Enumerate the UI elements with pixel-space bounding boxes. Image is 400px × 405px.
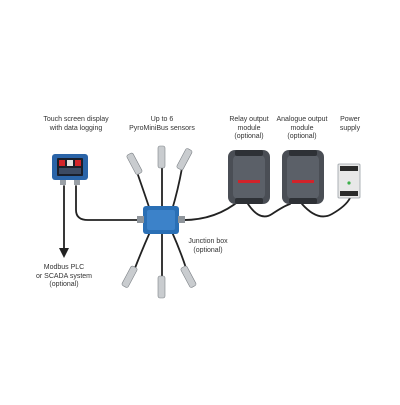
sensor-icon xyxy=(180,265,197,288)
sensor-cable-1 xyxy=(137,174,151,211)
sensor-cable-3 xyxy=(171,167,183,211)
arrow-down-icon xyxy=(59,248,69,258)
analogue-module-label: Analogue output module (optional) xyxy=(276,116,328,140)
sensor-icon xyxy=(121,265,138,288)
relay-module-label: Relay output module (optional) xyxy=(229,116,269,140)
junction-to-relay-cable xyxy=(179,199,241,221)
sensor-cable-6 xyxy=(171,231,187,269)
power-supply-label: Power supply xyxy=(339,116,361,132)
analogue-module-icon xyxy=(282,150,324,204)
sensor-icon xyxy=(157,275,166,299)
sensor-cable-4 xyxy=(134,231,151,269)
junction-box-icon xyxy=(137,206,185,234)
touch-display-icon xyxy=(52,154,88,185)
sensor-icon xyxy=(126,152,143,175)
junction-box-label: Junction box (optional) xyxy=(188,238,228,254)
display-to-junction-cable xyxy=(75,185,146,221)
relay-to-analogue-cable xyxy=(247,203,291,218)
sensors-label: Up to 6 PyroMiniBus sensors xyxy=(129,116,195,132)
sensor-icon xyxy=(176,148,193,171)
relay-module-icon xyxy=(228,150,270,204)
sensor-icon xyxy=(157,145,166,169)
modbus-label: Modbus PLC or SCADA system (optional) xyxy=(35,264,92,288)
touch-display-label: Touch screen display with data logging xyxy=(43,116,109,132)
power-supply-icon xyxy=(337,163,361,199)
analogue-to-power-cable xyxy=(301,197,351,218)
